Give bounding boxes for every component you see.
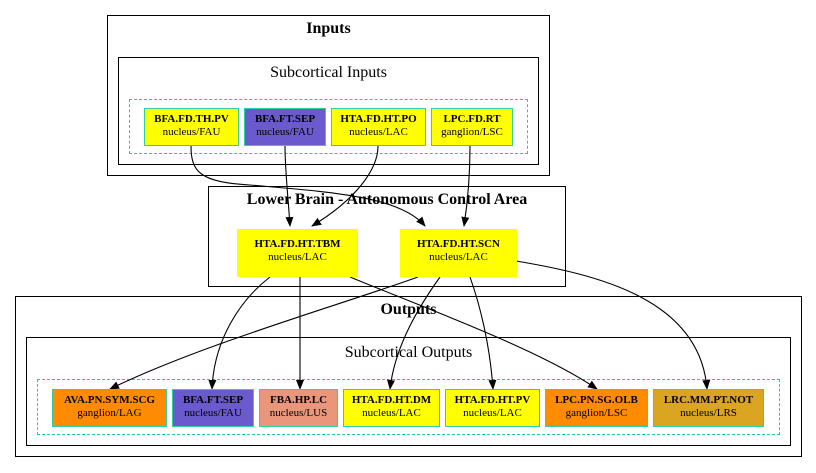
node-label: LPC.FD.RT [443,113,501,125]
center-node-hta-fd-ht-scn[interactable]: HTA.FD.HT.SCN nucleus/LAC [400,229,517,277]
output-node-ava-pn-sym-scg[interactable]: AVA.PN.SYM.SCG ganglion/LAG [52,389,167,427]
input-node-bfa-fd-th-pv[interactable]: BFA.FD.TH.PV nucleus/FAU [144,108,239,146]
node-sublabel: nucleus/LAC [268,251,327,263]
input-node-bfa-ft-sep[interactable]: BFA.FT.SEP nucleus/FAU [244,108,326,146]
outputs-title: Outputs [380,301,437,318]
edge-bfa-ft-sep-to-tbm [284,145,294,227]
output-node-hta-fd-ht-pv[interactable]: HTA.FD.HT.PV nucleus/LAC [445,389,540,427]
output-node-fba-hp-lc[interactable]: FBA.HP.LC nucleus/LUS [259,389,338,427]
node-sublabel: nucleus/FAU [256,126,314,138]
node-sublabel: nucleus/LAC [429,251,488,263]
inputs-title: Inputs [306,20,351,37]
node-label: HTA.FD.HT.PV [454,394,531,406]
edge-tbm-to-bfa-ft-sep [208,276,271,390]
node-sublabel: nucleus/FAU [162,126,221,138]
node-label: BFA.FD.TH.PV [154,113,229,125]
node-label: HTA.FD.HT.TBM [254,238,341,250]
edge-scn-to-hta-dm [387,276,441,390]
output-node-lrc-mm-pt-not[interactable]: LRC.MM.PT.NOT nucleus/LRS [653,389,764,427]
lower-brain-cluster: Lower Brain - Autonomous Control Area [208,186,566,287]
node-sublabel: nucleus/LUS [269,407,328,419]
node-label: HTA.FD.HT.PO [340,113,417,125]
lower-brain-title: Lower Brain - Autonomous Control Area [246,191,528,208]
edge-lpc-rt-to-scn [461,145,471,227]
inputs-group-box [129,99,528,154]
edge-bfa-th-pv-to-scn [190,145,426,227]
input-node-hta-fd-ht-po[interactable]: HTA.FD.HT.PO nucleus/LAC [331,108,426,146]
subcortical-outputs-cluster: Subcortical Outputs [26,337,791,446]
output-node-lpc-pn-sg-olb[interactable]: LPC.PN.SG.OLB ganglion/LSC [545,389,648,427]
outputs-cluster: Outputs [15,296,802,457]
subcortical-inputs-cluster: Subcortical Inputs [118,57,539,165]
edge-hta-po-to-tbm [311,145,379,227]
node-label: HTA.FD.HT.DM [351,394,432,406]
node-sublabel: nucleus/LAC [463,407,522,419]
output-node-bfa-ft-sep[interactable]: BFA.FT.SEP nucleus/FAU [172,389,254,427]
node-label: FBA.HP.LC [269,394,328,406]
node-label: HTA.FD.HT.SCN [416,238,500,250]
node-label: LRC.MM.PT.NOT [663,394,754,406]
node-sublabel: ganglion/LAG [77,407,142,419]
center-node-hta-fd-ht-tbm[interactable]: HTA.FD.HT.TBM nucleus/LAC [237,229,358,277]
node-sublabel: nucleus/LAC [362,407,421,419]
node-label: AVA.PN.SYM.SCG [64,394,155,406]
node-label: BFA.FT.SEP [182,394,244,406]
inputs-cluster: Inputs [107,15,550,176]
outputs-group-box [37,379,780,435]
edge-scn-to-ava-scg [109,276,419,390]
input-node-lpc-fd-rt[interactable]: LPC.FD.RT ganglion/LSC [431,108,513,146]
edge-scn-to-hta-pv [469,276,497,390]
node-sublabel: nucleus/LRS [680,407,737,419]
node-label: BFA.FT.SEP [254,113,316,125]
output-node-hta-fd-ht-dm[interactable]: HTA.FD.HT.DM nucleus/LAC [343,389,440,427]
node-sublabel: ganglion/LSC [565,407,628,419]
node-label: LPC.PN.SG.OLB [555,394,638,406]
node-sublabel: nucleus/LAC [349,126,408,138]
subcortical-inputs-title: Subcortical Inputs [270,64,387,81]
subcortical-outputs-title: Subcortical Outputs [344,344,473,361]
node-sublabel: nucleus/FAU [184,407,242,419]
edge-scn-to-lrc-not [515,260,711,390]
edge-tbm-to-lpc-sg-olb [349,276,598,390]
node-sublabel: ganglion/LSC [441,126,503,138]
